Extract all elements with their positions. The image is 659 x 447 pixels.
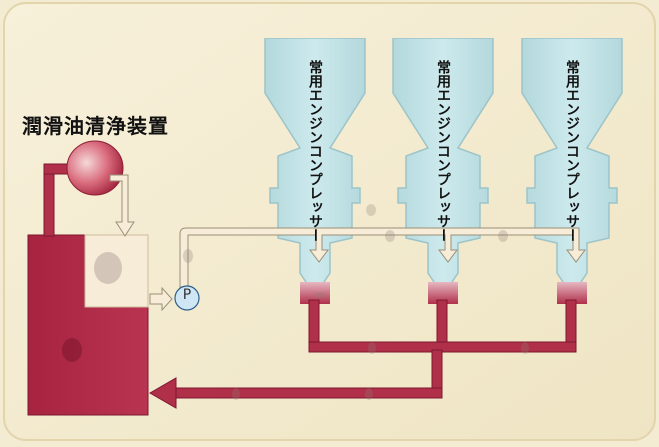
purifier-icon [66, 140, 124, 196]
clean-supply-arrow [149, 286, 173, 312]
compressor-1 [264, 38, 366, 304]
oil-tank [27, 234, 149, 416]
compressor-label-3: 常用エンジンコンプレッサー [564, 60, 580, 242]
purifier-return-line [109, 174, 135, 237]
compressor-label-1: 常用エンジンコンプレッサー [307, 60, 323, 242]
compressor-sump-2 [428, 282, 458, 304]
clean-supply-lines [179, 227, 586, 288]
compressor-3 [521, 38, 623, 304]
pump-icon [174, 285, 200, 311]
return-oil-lines [148, 299, 577, 409]
compressor-2 [392, 38, 494, 304]
scan-blots [183, 204, 529, 400]
compressor-label-2: 常用エンジンコンプレッサー [435, 60, 451, 242]
purifier-label: 潤滑油清浄装置 [22, 114, 169, 138]
pump-label: P [182, 287, 192, 303]
compressor-sump-1 [300, 282, 330, 304]
compressor-sump-3 [557, 282, 587, 304]
